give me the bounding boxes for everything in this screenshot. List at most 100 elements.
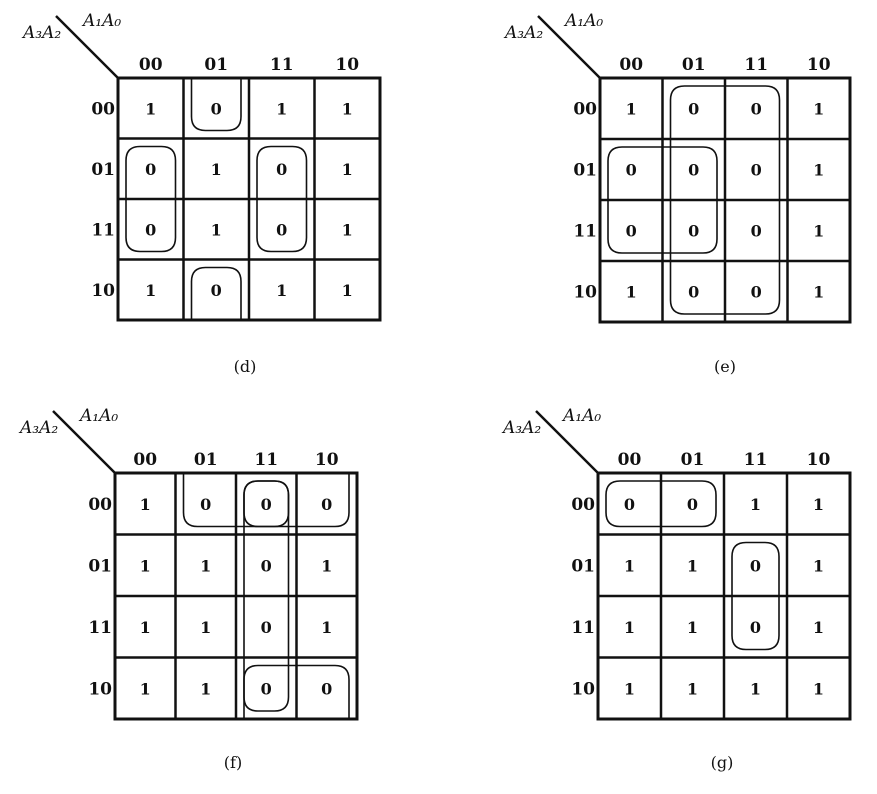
cell-value: 1 — [624, 618, 635, 637]
cell-value: 0 — [626, 222, 637, 241]
grouping-loop — [731, 541, 780, 651]
cell-value: 1 — [750, 495, 761, 514]
cell-value: 0 — [750, 618, 761, 637]
cell-value: 1 — [140, 618, 151, 637]
cell-value: 0 — [751, 222, 762, 241]
cell-value: 1 — [813, 495, 824, 514]
cell-value: 0 — [687, 495, 698, 514]
column-label: 01 — [682, 55, 706, 75]
grouping-loop — [605, 480, 717, 528]
cell-value: 0 — [211, 99, 222, 118]
cell-value: 0 — [750, 556, 761, 575]
cell-value: 1 — [342, 160, 353, 179]
cell-value: 1 — [211, 160, 222, 179]
row-label: 01 — [91, 160, 115, 180]
column-variable-label: A₁A₀ — [561, 406, 601, 426]
cell-value: 0 — [276, 160, 287, 179]
cell-value: 1 — [342, 99, 353, 118]
cell-value: 0 — [261, 679, 272, 698]
cell-value: 1 — [211, 220, 222, 239]
cell-value: 1 — [624, 556, 635, 575]
row-label: 10 — [91, 281, 115, 301]
cell-value: 1 — [813, 556, 824, 575]
cell-value: 1 — [145, 281, 156, 300]
column-label: 11 — [254, 450, 278, 470]
row-label: 11 — [571, 618, 595, 638]
column-label: 10 — [807, 55, 831, 75]
cell-value: 0 — [688, 161, 699, 180]
cell-value: 1 — [813, 679, 824, 698]
cell-value: 1 — [200, 556, 211, 575]
cell-value: 1 — [140, 556, 151, 575]
cell-value: 0 — [211, 281, 222, 300]
cell-value: 0 — [145, 220, 156, 239]
map-caption: (f) — [224, 753, 242, 772]
row-label: 00 — [571, 495, 595, 515]
cell-value: 0 — [200, 495, 211, 514]
cell-value: 1 — [342, 281, 353, 300]
grouping-loop — [243, 664, 350, 718]
cell-value: 0 — [688, 283, 699, 302]
cell-value: 0 — [751, 283, 762, 302]
grouping-loop — [190, 79, 242, 132]
column-label: 00 — [133, 450, 157, 470]
row-label: 01 — [573, 161, 597, 181]
column-label: 01 — [681, 450, 705, 470]
grouping-loop — [607, 146, 718, 254]
column-variable-label: A₁A₀ — [78, 406, 118, 426]
row-variable-label: A₃A₂ — [503, 23, 543, 43]
row-label: 10 — [573, 283, 597, 303]
cell-value: 1 — [813, 618, 824, 637]
cell-value: 0 — [624, 495, 635, 514]
row-label: 10 — [571, 679, 595, 699]
row-variable-label: A₃A₂ — [18, 418, 58, 438]
cell-value: 0 — [688, 222, 699, 241]
cell-value: 0 — [261, 618, 272, 637]
column-variable-label: A₁A₀ — [81, 11, 121, 31]
cell-value: 1 — [813, 161, 824, 180]
row-label: 01 — [88, 556, 112, 576]
cell-value: 0 — [261, 556, 272, 575]
header-diagonal-line — [537, 15, 601, 79]
column-label: 00 — [139, 55, 163, 75]
header-diagonal-line — [55, 15, 119, 79]
row-label: 10 — [88, 679, 112, 699]
row-label: 11 — [88, 618, 112, 638]
grouping-loop — [243, 480, 290, 712]
cell-value: 0 — [276, 220, 287, 239]
cell-value: 0 — [751, 100, 762, 119]
column-label: 01 — [194, 450, 218, 470]
column-label: 10 — [335, 55, 359, 75]
row-label: 00 — [88, 495, 112, 515]
grouping-loop — [256, 145, 308, 253]
header-diagonal-line — [535, 410, 599, 474]
cell-value: 1 — [321, 618, 332, 637]
grouping-loop — [125, 145, 177, 253]
cell-value: 0 — [321, 679, 332, 698]
grouping-loop — [669, 85, 781, 315]
map-caption: (g) — [711, 753, 734, 772]
cell-value: 1 — [624, 679, 635, 698]
cell-value: 1 — [200, 618, 211, 637]
cell-value: 1 — [687, 679, 698, 698]
column-label: 01 — [204, 55, 228, 75]
map-caption: (d) — [234, 357, 257, 376]
row-label: 00 — [573, 100, 597, 120]
cell-value: 1 — [145, 99, 156, 118]
cell-value: 1 — [813, 283, 824, 302]
cell-value: 0 — [261, 495, 272, 514]
column-variable-label: A₁A₀ — [563, 11, 603, 31]
cell-value: 1 — [813, 100, 824, 119]
column-label: 10 — [315, 450, 339, 470]
cell-value: 0 — [321, 495, 332, 514]
row-label: 11 — [573, 222, 597, 242]
cell-value: 1 — [687, 556, 698, 575]
cell-value: 1 — [813, 222, 824, 241]
cell-value: 1 — [626, 100, 637, 119]
cell-value: 0 — [688, 100, 699, 119]
